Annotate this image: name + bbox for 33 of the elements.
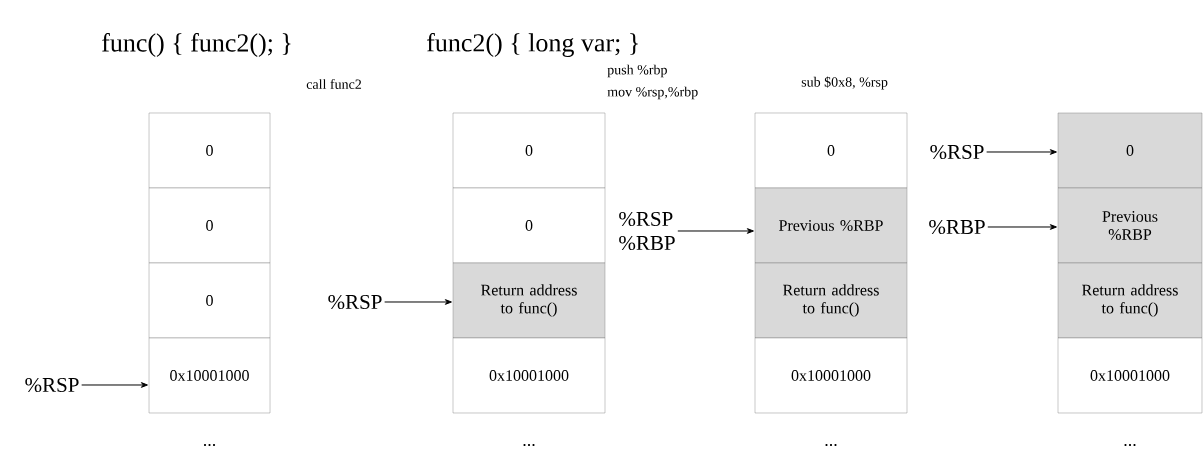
- ellipsis: ...: [825, 443, 837, 447]
- register-label: %RBP: [929, 219, 985, 235]
- stack-cell: Previous %RBP: [754, 187, 908, 264]
- stack-cell: Previous %RBP: [1057, 187, 1203, 264]
- stack-cell: 0x10001000: [452, 337, 606, 414]
- stack-cell: 0x10001000: [754, 337, 908, 414]
- stack-cell: 0: [452, 112, 606, 189]
- register-label: %RSP: [328, 294, 382, 310]
- instruction-text: mov %rsp,%rbp: [607, 86, 698, 100]
- stack-cell: 0: [148, 187, 271, 264]
- ellipsis: ...: [203, 443, 216, 447]
- arrow: [384, 299, 452, 305]
- register-label: %RSP: [930, 144, 984, 160]
- stack-cell: Return address to func(): [452, 262, 606, 339]
- instruction-text: push %rbp: [607, 64, 667, 78]
- arrow: [986, 149, 1057, 155]
- ellipsis: ...: [523, 443, 535, 447]
- instruction-text: call func2: [306, 79, 362, 89]
- stack-cell: 0: [754, 112, 908, 189]
- stack-cell: 0: [1057, 112, 1203, 189]
- arrow: [677, 228, 754, 234]
- ellipsis: ...: [1124, 443, 1136, 447]
- stack-cell: 0: [148, 112, 271, 189]
- arrow: [987, 224, 1057, 230]
- stack-cell: 0: [148, 262, 271, 339]
- register-label: %RSP: [25, 377, 79, 393]
- stack-cell: 0: [452, 187, 606, 264]
- arrow: [81, 382, 148, 388]
- register-label: %RSP %RBP: [619, 211, 675, 251]
- stack-cell: 0x10001000: [148, 337, 271, 414]
- stack-cell: Return address to func(): [754, 262, 908, 339]
- stack-cell: 0x10001000: [1057, 337, 1203, 414]
- stack-cell: Return address to func(): [1057, 262, 1203, 339]
